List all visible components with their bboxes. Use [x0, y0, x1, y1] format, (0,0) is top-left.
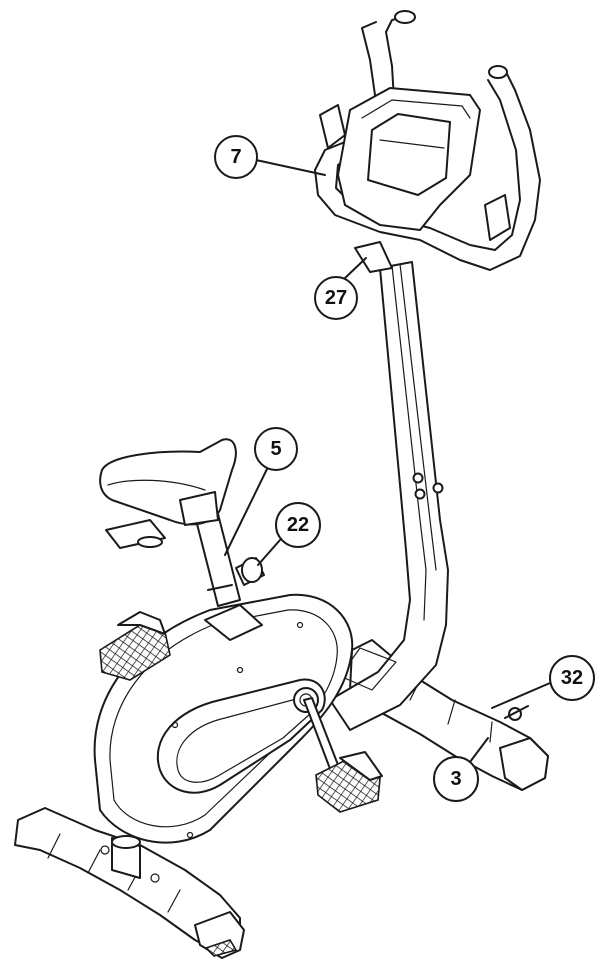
svg-text:22: 22: [287, 514, 309, 536]
callout-5: 5: [224, 427, 298, 556]
front-leg: [111, 835, 141, 879]
crank-and-pedals: [99, 611, 383, 813]
svg-text:5: 5: [270, 438, 281, 460]
svg-text:27: 27: [325, 287, 347, 309]
upright-column: [329, 261, 449, 731]
console: [337, 87, 481, 231]
svg-text:32: 32: [561, 667, 583, 689]
callout-7: 7: [214, 135, 326, 179]
callout-27: 27: [314, 257, 367, 320]
seat-assembly: [99, 438, 265, 641]
callout-3: 3: [433, 737, 489, 802]
callout-32: 32: [491, 655, 595, 709]
svg-text:7: 7: [230, 146, 241, 168]
callout-22: 22: [257, 502, 321, 566]
svg-text:3: 3: [450, 768, 461, 790]
